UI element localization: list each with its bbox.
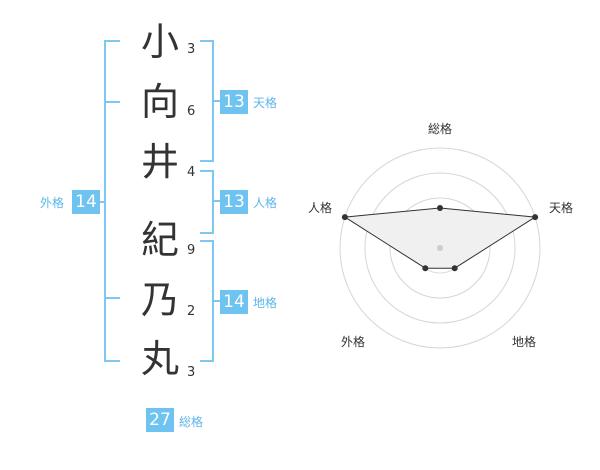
name-char-4: 紀 — [140, 218, 179, 262]
radar-data-point-3 — [451, 265, 458, 272]
radar-center-dot — [437, 245, 443, 251]
gaikaku-bracket-tick-2 — [104, 297, 120, 299]
radar-label-chikaku: 地格 — [512, 335, 537, 349]
name-char-2: 向 — [140, 80, 179, 124]
radar-grid-ring-3 — [364, 172, 516, 324]
stroke-count-3: 4 — [187, 165, 196, 180]
chikaku-value-badge: 14 — [220, 290, 248, 314]
radar-data-point-4 — [422, 265, 429, 272]
radar-label-jinkaku: 人格 — [308, 201, 333, 215]
jinkaku-bracket-connector — [212, 200, 222, 202]
radar-grid-ring-4 — [339, 147, 541, 349]
radar-data-point-1 — [437, 205, 443, 211]
stroke-count-5: 2 — [187, 304, 196, 319]
chikaku-bracket-connector — [212, 300, 222, 302]
gaikaku-bracket-tick-1 — [104, 101, 120, 103]
radar-label-gaikaku: 外格 — [341, 335, 366, 349]
radar-data-polygon — [343, 207, 537, 269]
gaikaku-value-badge: 14 — [72, 190, 100, 214]
name-char-6: 丸 — [140, 337, 179, 381]
jinkaku-bracket — [200, 170, 214, 234]
stroke-count-2: 6 — [187, 104, 196, 119]
tenkaku-label: 天格 — [253, 96, 278, 110]
radar-label-tenkaku: 天格 — [549, 201, 574, 215]
soukaku-value-badge: 27 — [146, 408, 174, 432]
tenkaku-bracket-connector — [212, 100, 222, 102]
soukaku-label: 総格 — [179, 415, 204, 429]
name-char-3: 井 — [140, 140, 179, 184]
tenkaku-value-badge: 13 — [220, 90, 248, 114]
gaikaku-bracket-connector — [100, 201, 106, 203]
chikaku-label: 地格 — [253, 296, 278, 310]
radar-data-point-5 — [341, 214, 348, 221]
gaikaku-label: 外格 — [40, 196, 65, 210]
radar-grid-ring-2 — [389, 197, 491, 299]
name-char-5: 乃 — [140, 278, 179, 322]
stroke-count-6: 3 — [187, 365, 196, 380]
name-char-1: 小 — [140, 20, 179, 64]
jinkaku-value-badge: 13 — [220, 190, 248, 214]
jinkaku-label: 人格 — [253, 196, 278, 210]
stroke-count-4: 9 — [187, 243, 196, 258]
radar-label-soukaku: 総格 — [428, 122, 453, 136]
radar-data-point-2 — [532, 214, 539, 221]
stroke-count-1: 3 — [187, 42, 196, 57]
